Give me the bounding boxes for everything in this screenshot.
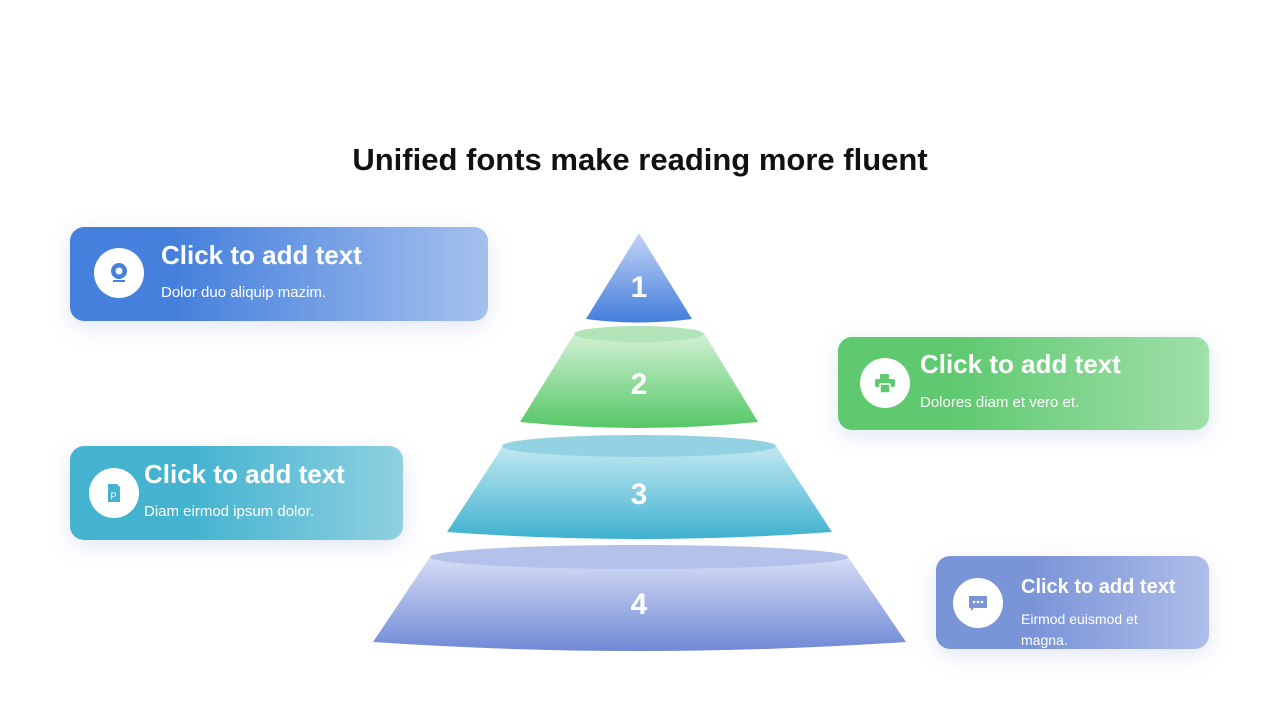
webcam-icon <box>94 248 144 298</box>
tier-number: 3 <box>631 478 648 511</box>
card-title: Click to add text <box>161 240 362 270</box>
pyramid-tier-1: 1 <box>586 233 692 323</box>
info-card-4[interactable]: Click to add text Eirmod euismod et magn… <box>936 556 1209 649</box>
slide-title: Unified fonts make reading more fluent <box>352 142 928 177</box>
chat-icon <box>953 578 1003 628</box>
card-subtitle: Dolores diam et vero et. <box>920 394 1080 411</box>
card-subtitle: Eirmod euismod et magna. <box>1021 611 1138 648</box>
card-title: Click to add text <box>920 349 1121 379</box>
pyramid-tier-2: 2 <box>520 326 758 428</box>
tier-number: 1 <box>631 271 648 304</box>
svg-text:P: P <box>111 491 117 501</box>
card-title: Click to add text <box>144 459 345 489</box>
card-title: Click to add text <box>1021 576 1176 598</box>
info-card-1[interactable]: Click to add text Dolor duo aliquip mazi… <box>70 227 488 321</box>
card-subtitle: Diam eirmod ipsum dolor. <box>144 503 315 520</box>
info-card-3[interactable]: P Click to add text Diam eirmod ipsum do… <box>70 446 403 540</box>
pyramid-tier-4: 4 <box>373 545 906 651</box>
pyramid-tier-3: 3 <box>447 435 832 539</box>
document-icon: P <box>89 468 139 518</box>
printer-icon <box>860 358 910 408</box>
tier-number: 4 <box>631 588 648 621</box>
tier-number: 2 <box>631 368 648 401</box>
info-card-2[interactable]: Click to add text Dolores diam et vero e… <box>838 337 1209 430</box>
card-subtitle: Dolor duo aliquip mazim. <box>161 284 327 301</box>
